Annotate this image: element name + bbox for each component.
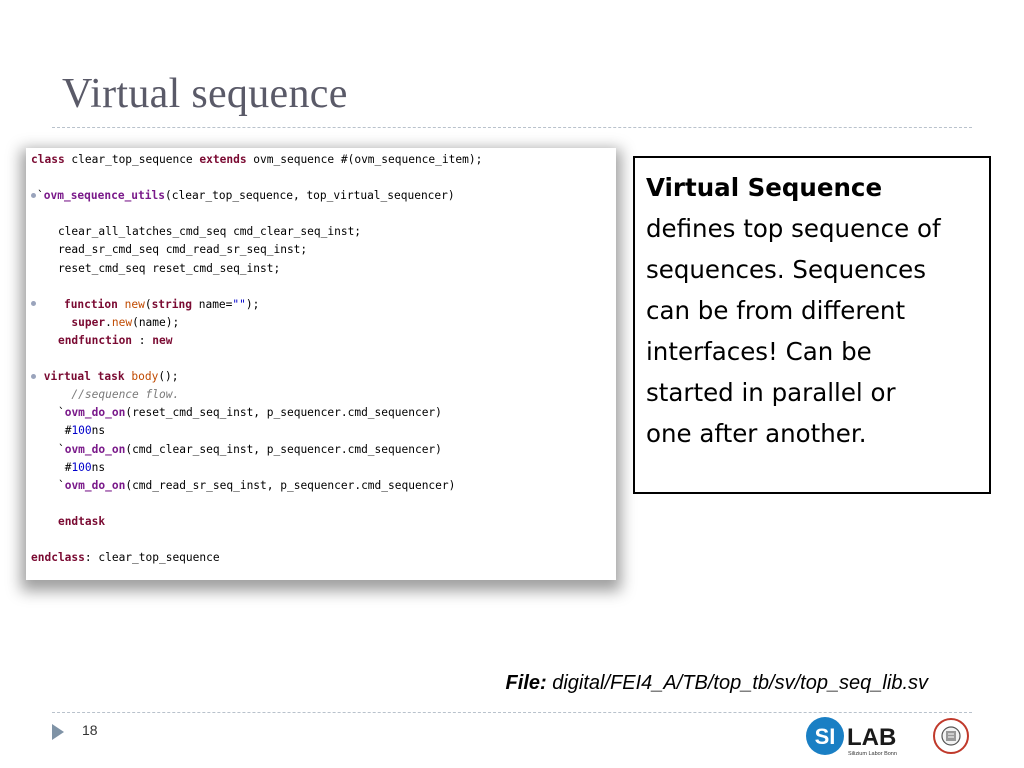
code-line: class clear_top_sequence extends ovm_seq… [31, 151, 616, 169]
code-text: : clear_top_sequence [84, 551, 220, 565]
code-text: (); [158, 370, 179, 384]
callout-line: defines top sequence of [646, 214, 941, 243]
code-line: reset_cmd_seq reset_cmd_seq_inst; [31, 260, 616, 278]
callout-line: can be from different [646, 296, 906, 325]
code-text: ); [245, 297, 260, 311]
code-macro: ovm_do_on [64, 442, 126, 456]
fold-dot-icon [31, 192, 36, 198]
code-screenshot: class clear_top_sequence extends ovm_seq… [26, 148, 616, 580]
code-line: function new(string name=""); [31, 296, 616, 314]
code-line: `ovm_do_on(cmd_read_sr_seq_inst, p_seque… [31, 477, 616, 495]
code-line: read_sr_cmd_seq cmd_read_sr_seq_inst; [31, 241, 616, 259]
code-function: new [124, 297, 145, 311]
silab-logo: SI LAB Silizium Labor Bonn [806, 717, 969, 757]
code-text: ( [144, 297, 152, 311]
code-text: clear_all_latches_cmd_seq cmd_clear_seq_… [31, 225, 362, 239]
code-text: ` [57, 442, 65, 456]
code-keyword: string [151, 297, 192, 311]
code-line: //sequence flow. [31, 386, 616, 404]
code-number: 100 [71, 424, 92, 438]
code-text [91, 370, 98, 383]
code-keyword: endclass [31, 551, 85, 565]
code-keyword: task [97, 370, 125, 384]
code-text: (cmd_read_sr_seq_inst, p_sequencer.cmd_s… [125, 478, 456, 492]
code-line: clear_all_latches_cmd_seq cmd_clear_seq_… [31, 223, 616, 241]
code-text: (clear_top_sequence, top_virtual_sequenc… [165, 189, 455, 203]
code-text: ovm_sequence #(ovm_sequence_item); [246, 153, 483, 166]
code-keyword: class [31, 153, 65, 166]
code-line: #100ns [31, 459, 616, 477]
top-divider [52, 127, 972, 128]
code-line: #100ns [31, 422, 616, 440]
slide-title: Virtual sequence [62, 71, 348, 117]
code-text: : [132, 333, 153, 347]
code-keyword: endfunction [57, 333, 133, 347]
code-macro: ovm_sequence_utils [43, 189, 165, 203]
fold-dot-icon [31, 301, 36, 307]
code-text: ns [91, 460, 106, 474]
code-number: 100 [71, 460, 92, 474]
silab-logo-lab: LAB [847, 724, 896, 751]
code-macro: ovm_do_on [64, 478, 126, 492]
code-text: read_sr_cmd_seq cmd_read_sr_seq_inst; [31, 243, 308, 257]
code-text: (cmd_clear_seq_inst, p_sequencer.cmd_seq… [125, 442, 442, 456]
code-comment: //sequence flow. [71, 388, 180, 402]
silab-logo-si: SI [815, 724, 836, 749]
bottom-divider [52, 712, 972, 713]
page-number: 18 [82, 722, 98, 738]
code-text: ns [91, 424, 106, 438]
atlas-seal-icon [933, 718, 969, 754]
code-macro: ovm_do_on [64, 406, 126, 420]
code-keyword: endtask [57, 514, 106, 528]
file-reference: File: digital/FEI4_A/TB/top_tb/sv/top_se… [506, 672, 928, 695]
code-keyword: extends [199, 153, 247, 166]
callout-line: interfaces! Can be [646, 337, 872, 366]
callout-line: one after another. [646, 419, 867, 448]
code-line: endclass: clear_top_sequence [31, 549, 616, 567]
code-line: virtual task body(); [31, 368, 616, 386]
code-line: `ovm_do_on(reset_cmd_seq_inst, p_sequenc… [31, 404, 616, 422]
code-line: `ovm_sequence_utils(clear_top_sequence, … [31, 187, 616, 205]
code-line: `ovm_do_on(cmd_clear_seq_inst, p_sequenc… [31, 441, 616, 459]
code-keyword: function [63, 297, 118, 311]
code-line: endfunction : new [31, 332, 616, 350]
code-text: name= [191, 297, 233, 311]
code-text: clear_top_sequence [64, 153, 200, 166]
code-text: # [64, 460, 72, 474]
code-line: endtask [31, 513, 616, 531]
file-path: digital/FEI4_A/TB/top_tb/sv/top_seq_lib.… [552, 672, 928, 694]
code-text: (reset_cmd_seq_inst, p_sequencer.cmd_seq… [125, 406, 442, 420]
code-text: . [105, 315, 112, 329]
callout-heading: Virtual Sequence [646, 173, 883, 202]
callout-line: sequences. Sequences [646, 255, 927, 284]
code-text: ` [37, 189, 44, 203]
file-label: File: [505, 672, 547, 694]
silab-logo-subtitle: Silizium Labor Bonn [848, 751, 897, 757]
code-text: reset_cmd_seq reset_cmd_seq_inst; [31, 261, 281, 275]
callout-line: started in parallel or [646, 378, 896, 407]
code-text: # [64, 424, 72, 438]
code-line: super.new(name); [31, 314, 616, 332]
callout-box: Virtual Sequence defines top sequence of… [633, 156, 991, 494]
code-block: class clear_top_sequence extends ovm_seq… [26, 148, 616, 567]
page-marker-triangle-icon [52, 724, 64, 740]
code-keyword: virtual [43, 370, 91, 384]
code-function: new [111, 315, 133, 329]
code-keyword: new [152, 333, 173, 347]
code-function: body [131, 370, 159, 384]
code-text: (name); [132, 315, 180, 329]
code-text: ` [57, 406, 65, 420]
code-string: "" [232, 297, 246, 311]
silab-logo-circle [806, 717, 844, 755]
code-text: ` [57, 478, 65, 492]
fold-dot-icon [31, 373, 36, 379]
code-keyword: super [71, 315, 106, 329]
